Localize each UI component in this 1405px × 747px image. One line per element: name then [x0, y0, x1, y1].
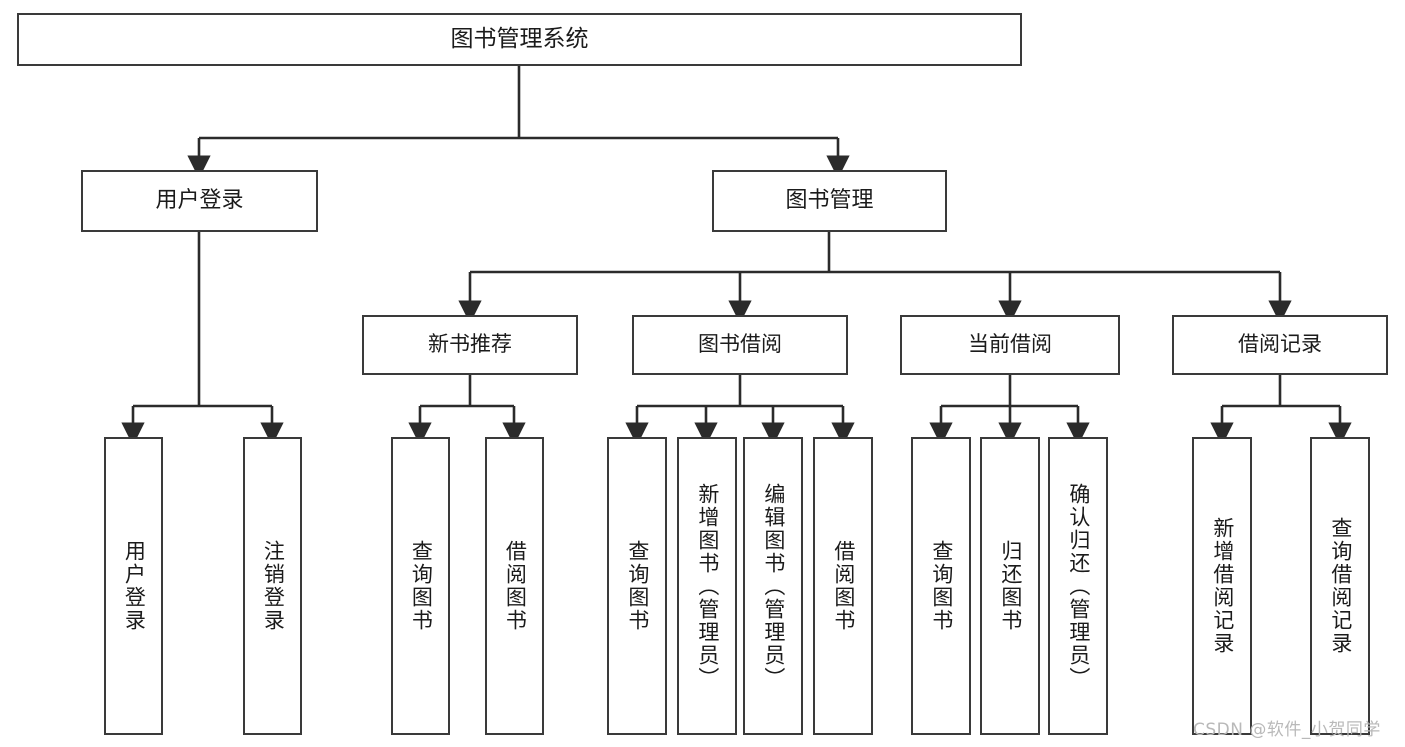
leaf-add-borrow-record[interactable]: 新增借阅记录 — [1192, 437, 1252, 735]
node-label: 归还图书 — [998, 540, 1023, 632]
node-label: 查询图书 — [929, 540, 954, 632]
node-label: 借阅图书 — [831, 540, 856, 632]
node-label: 图书借阅 — [698, 332, 782, 357]
node-label: 借阅记录 — [1238, 332, 1322, 357]
csdn-watermark: CSDN @软件_小贺同学 — [1193, 720, 1381, 740]
node-label: 图书管理 — [785, 187, 874, 213]
node-label: 图书管理系统 — [450, 26, 589, 53]
node-label: 注销登录 — [261, 540, 286, 632]
node-label: 编辑图书（管理员） — [761, 482, 786, 690]
leaf-query-book-newbook[interactable]: 查询图书 — [391, 437, 450, 735]
leaf-edit-book-admin[interactable]: 编辑图书（管理员） — [743, 437, 803, 735]
node-label: 用户登录 — [122, 540, 147, 632]
node-label: 查询图书 — [625, 540, 650, 632]
node-label: 新增借阅记录 — [1210, 517, 1235, 655]
leaf-return-book[interactable]: 归还图书 — [980, 437, 1040, 735]
node-book-borrow[interactable]: 图书借阅 — [632, 315, 848, 375]
leaf-confirm-return-admin[interactable]: 确认归还（管理员） — [1048, 437, 1108, 735]
node-label: 新增图书（管理员） — [695, 482, 720, 690]
node-label: 查询借阅记录 — [1328, 517, 1353, 655]
node-root-book-management-system[interactable]: 图书管理系统 — [17, 13, 1022, 66]
leaf-query-book-current[interactable]: 查询图书 — [911, 437, 971, 735]
leaf-logout[interactable]: 注销登录 — [243, 437, 302, 735]
node-borrow-record[interactable]: 借阅记录 — [1172, 315, 1388, 375]
leaf-query-borrow-record[interactable]: 查询借阅记录 — [1310, 437, 1370, 735]
node-label: 查询图书 — [409, 540, 434, 632]
node-label: 确认归还（管理员） — [1066, 482, 1091, 690]
node-label: 当前借阅 — [968, 332, 1052, 357]
leaf-user-login[interactable]: 用户登录 — [104, 437, 163, 735]
leaf-query-book-borrow[interactable]: 查询图书 — [607, 437, 667, 735]
node-new-book-recommend[interactable]: 新书推荐 — [362, 315, 578, 375]
node-label: 借阅图书 — [503, 540, 528, 632]
node-user-login[interactable]: 用户登录 — [81, 170, 318, 232]
leaf-borrow-book-newbook[interactable]: 借阅图书 — [485, 437, 544, 735]
leaf-borrow-book[interactable]: 借阅图书 — [813, 437, 873, 735]
node-label: 新书推荐 — [428, 332, 512, 357]
node-book-management[interactable]: 图书管理 — [712, 170, 947, 232]
node-label: 用户登录 — [155, 187, 244, 213]
leaf-add-book-admin[interactable]: 新增图书（管理员） — [677, 437, 737, 735]
node-current-borrow[interactable]: 当前借阅 — [900, 315, 1120, 375]
